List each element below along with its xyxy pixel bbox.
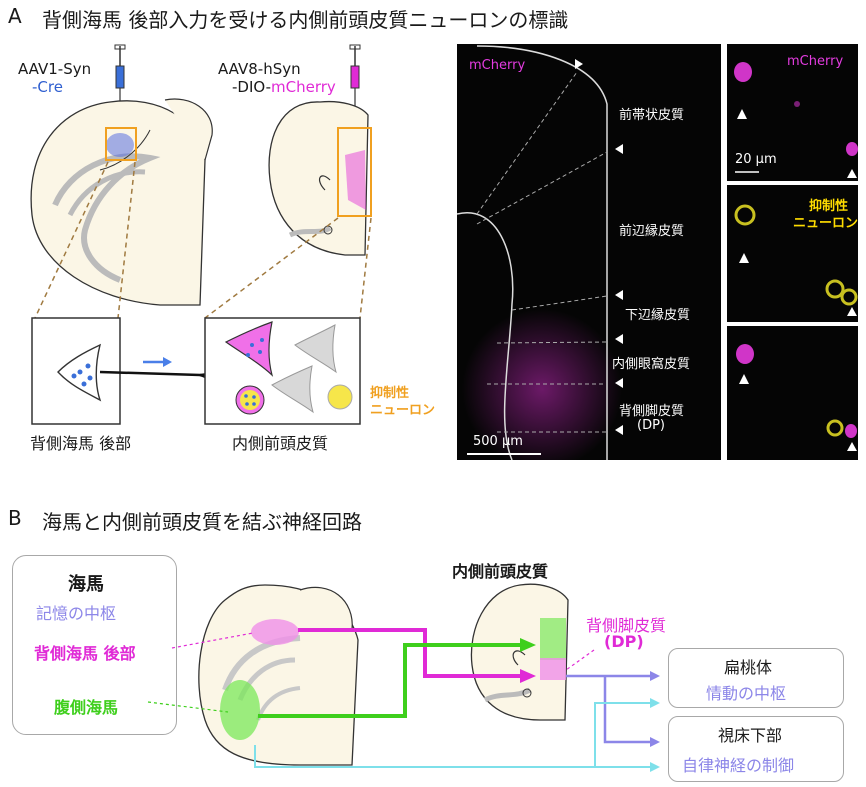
brain-b-mpfc xyxy=(470,583,569,721)
virus2-reporter: mCherry xyxy=(271,78,336,96)
inset-inhib-label-2: ニューロン xyxy=(793,216,859,231)
microscopy-main: mCherry 前帯状皮質 前辺縁皮質 下辺縁皮質 内側眼窩皮質 背側脚皮質 (… xyxy=(457,44,721,460)
virus2-line2: -DIO-mCherry xyxy=(232,78,336,96)
panel-b-title: 海馬と内側前頭皮質を結ぶ神経回路 xyxy=(42,510,362,534)
micro-channel-label: mCherry xyxy=(469,58,526,73)
dp-label-1: 背側脚皮質 xyxy=(586,616,667,635)
panel-a-letter: A xyxy=(8,4,22,28)
virus1-line1: AAV1-Syn xyxy=(18,60,92,78)
region-6: (DP) xyxy=(637,418,665,433)
amygdala-label: 扁桃体 xyxy=(724,658,773,677)
panel-b-letter: B xyxy=(8,506,22,530)
region-5: 背側脚皮質 xyxy=(619,404,685,419)
amygdala-sub: 情動の中枢 xyxy=(706,684,787,703)
target-label: 内側前頭皮質 xyxy=(232,434,329,453)
brain-b-hippocampus xyxy=(198,584,359,766)
microscopy-overlay xyxy=(457,45,623,460)
hypothalamus-sub: 自律神経の制御 xyxy=(682,756,795,775)
inhib-label-2: ニューロン xyxy=(370,403,436,418)
brain-coronal-frontal xyxy=(268,100,372,256)
panel-b-diagram xyxy=(147,583,660,772)
hippo-sub: 記憶の中枢 xyxy=(36,604,117,623)
inset-scale: 20 μm xyxy=(735,152,777,167)
panel-a-diagram xyxy=(30,44,372,425)
source-label: 背側海馬 後部 xyxy=(30,434,132,453)
virus1-line2: -Cre xyxy=(32,78,63,96)
inset-inhib-label-1: 抑制性 xyxy=(809,199,849,214)
inset-merge-overlay xyxy=(736,344,857,451)
region-3: 下辺縁皮質 xyxy=(625,308,691,323)
inset-mcherry: mCherry 20 μm xyxy=(727,44,858,181)
inset-mcherry-label: mCherry xyxy=(787,54,844,69)
dorsal-label: 背側海馬 後部 xyxy=(34,644,136,663)
inset-inhibitory-overlay xyxy=(734,204,858,316)
region-1: 前帯状皮質 xyxy=(619,108,685,123)
dp-label-2: (DP) xyxy=(604,632,644,651)
inset-merge xyxy=(727,326,858,460)
brain-coronal-hippocampus xyxy=(30,98,213,306)
virus2-prefix: -DIO- xyxy=(232,78,272,96)
ventral-label: 腹側海馬 xyxy=(54,698,119,717)
inset-mcherry-overlay xyxy=(734,62,858,178)
panel-a-title: 背側海馬 後部入力を受ける内側前頭皮質ニューロンの標識 xyxy=(42,8,569,32)
inset-inhibitory: 抑制性 ニューロン xyxy=(727,185,858,322)
inhib-label-1: 抑制性 xyxy=(370,386,410,401)
region-4: 内側眼窩皮質 xyxy=(612,357,691,372)
mpfc-title: 内側前頭皮質 xyxy=(452,562,549,581)
region-2: 前辺縁皮質 xyxy=(619,224,685,239)
scale-bar-big: 500 μm xyxy=(473,434,523,449)
hypothalamus-box xyxy=(668,716,844,782)
hippocampus-box xyxy=(12,555,177,735)
amygdala-box xyxy=(668,648,844,708)
hippo-title: 海馬 xyxy=(68,574,104,595)
hypothalamus-label: 視床下部 xyxy=(718,726,783,745)
virus2-line1: AAV8-hSyn xyxy=(218,60,301,78)
